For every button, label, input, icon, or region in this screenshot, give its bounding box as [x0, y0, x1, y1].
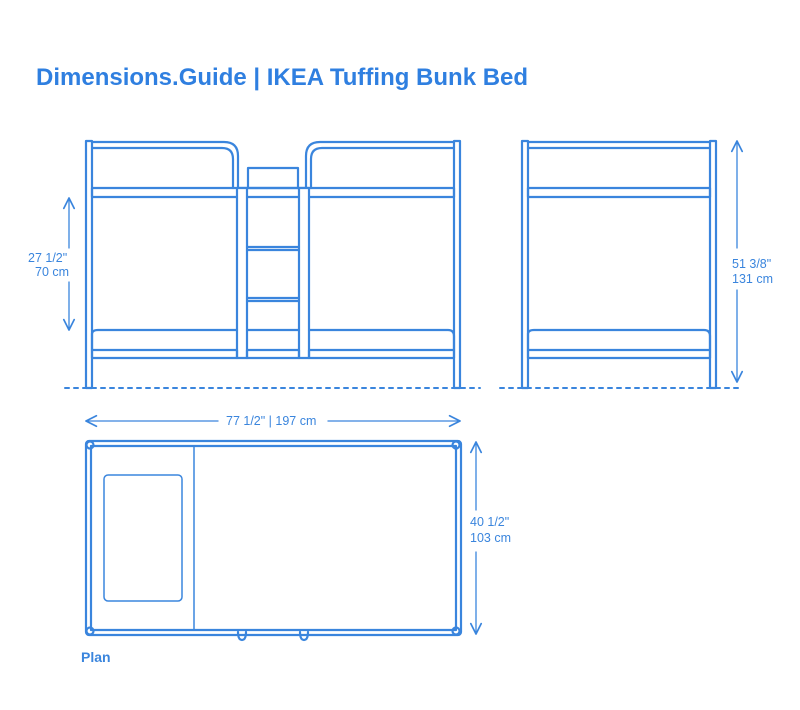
length-dimension: 77 1/2" | 197 cm [223, 414, 320, 428]
plan-view [84, 414, 483, 642]
width-metric: 103 cm [470, 531, 511, 545]
front-elevation [62, 139, 481, 390]
bunk-gap-metric: 70 cm [35, 265, 70, 279]
height-metric: 131 cm [732, 272, 773, 286]
page-title: Dimensions.Guide | IKEA Tuffing Bunk Bed [36, 64, 529, 91]
bunk-gap-imperial: 27 1/2" [28, 251, 68, 265]
width-imperial: 40 1/2" [470, 515, 510, 529]
height-imperial: 51 3/8" [732, 257, 772, 271]
plan-label: Plan [81, 649, 111, 665]
side-elevation [499, 139, 744, 390]
